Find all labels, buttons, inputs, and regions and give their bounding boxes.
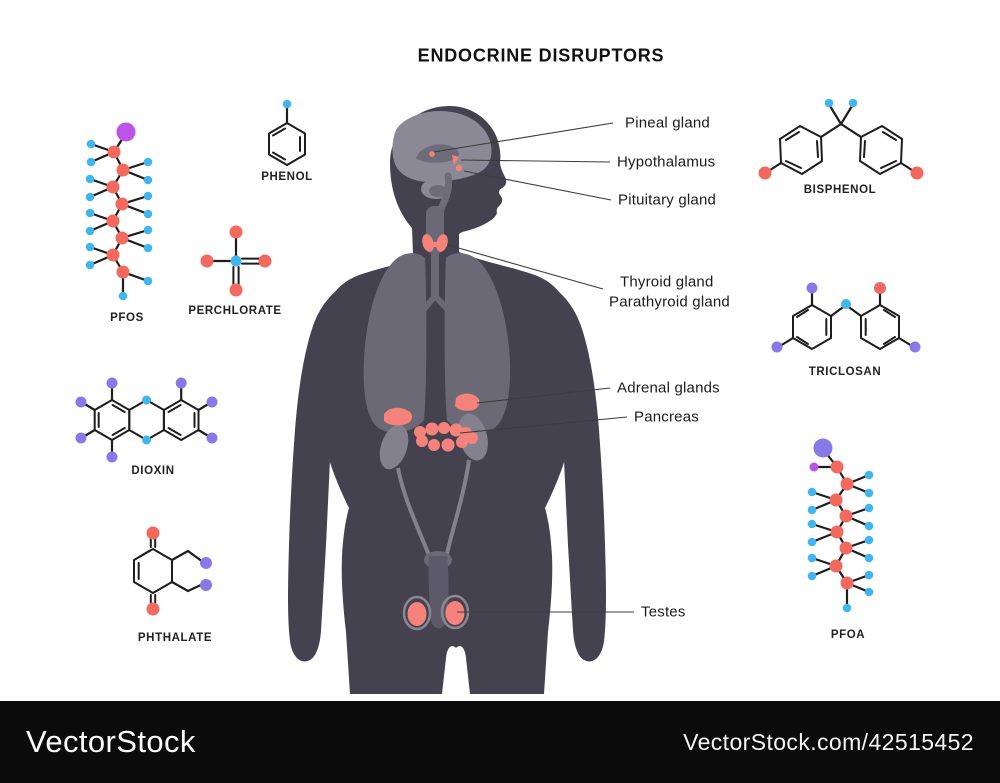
testes-shapes	[407, 601, 465, 626]
corpus-callosum	[416, 144, 459, 163]
watermark-logo: VectorStock	[26, 724, 196, 759]
watermark-url: VectorStock.com/42515452	[683, 728, 974, 755]
hypothalamus-shape	[452, 155, 459, 165]
left-lung	[363, 253, 427, 433]
bisphenol-label: BISPHENOL	[803, 184, 877, 196]
human-body-silhouette	[288, 106, 606, 694]
phenol-label: PHENOL	[261, 171, 313, 183]
phthalate-structure	[133, 526, 212, 616]
thyroid-gland-shape	[422, 234, 448, 252]
pfoa-label: PFOA	[830, 629, 866, 641]
label-thyroid-gland: Thyroid gland	[620, 273, 714, 291]
adrenal-glands-shapes	[384, 393, 480, 426]
pineal-gland-dot	[429, 151, 435, 157]
phthalate-label: PHTHALATE	[137, 632, 213, 644]
diagram-artwork	[75, 98, 924, 694]
left-arm	[288, 276, 364, 662]
label-pituitary-gland: Pituitary gland	[618, 191, 717, 209]
ureters	[396, 459, 471, 559]
brain	[392, 110, 492, 220]
watermark-bar: VectorStock VectorStock.com/42515452	[0, 701, 1000, 783]
penis	[428, 556, 449, 629]
label-adrenal-glands: Adrenal glands	[617, 379, 720, 397]
label-hypothalamus: Hypothalamus	[617, 153, 716, 171]
page-title: ENDOCRINE DISRUPTORS	[417, 45, 665, 66]
label-pancreas: Pancreas	[634, 408, 699, 426]
dioxin-structure	[75, 377, 218, 463]
leader-line-pancreas	[459, 416, 628, 434]
phenol-structure	[268, 99, 306, 166]
dioxin-label: DIOXIN	[131, 465, 175, 477]
leader-line-pineal	[433, 122, 614, 153]
pancreas-shape	[414, 422, 478, 452]
leader-line-thyroid	[447, 244, 604, 290]
perchlorate-label: PERCHLORATE	[188, 305, 282, 317]
label-pineal-gland: Pineal gland	[625, 114, 710, 132]
leader-line-pituitary	[463, 170, 612, 201]
leader-line-hypothalamus	[460, 159, 611, 163]
pfos-structure	[85, 122, 153, 301]
pituitary-gland-dot	[455, 164, 463, 172]
bisphenol-structure	[758, 98, 924, 180]
triclosan-structure	[771, 282, 921, 353]
right-arm	[530, 276, 606, 662]
triclosan-label: TRICLOSAN	[808, 366, 882, 378]
leader-line-adrenal	[476, 387, 611, 404]
leader-lines	[433, 122, 634, 613]
right-lung	[444, 253, 511, 433]
perchlorate-structure	[200, 225, 272, 297]
pfos-label: PFOS	[110, 312, 144, 324]
pfoa-structure	[807, 438, 874, 613]
label-testes: Testes	[641, 603, 686, 621]
label-parathyroid-gland: Parathyroid gland	[609, 293, 730, 311]
